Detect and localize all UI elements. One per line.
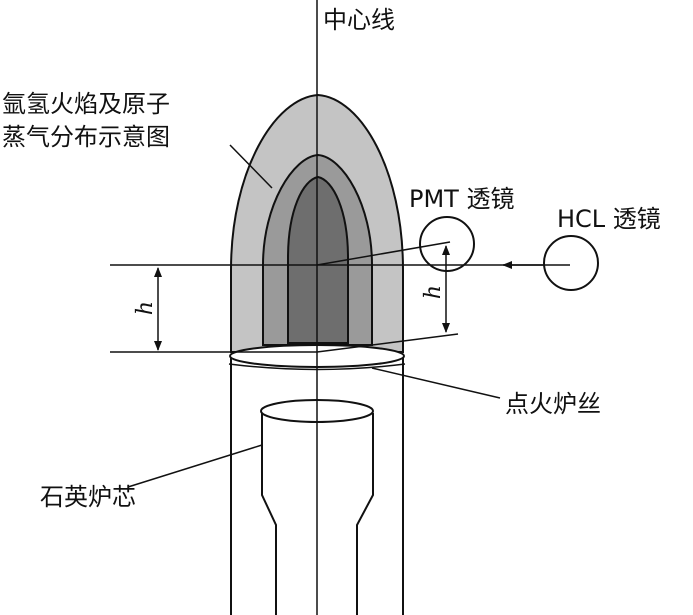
pmt-view-line-top bbox=[316, 241, 451, 266]
pmt-view-line-bottom bbox=[316, 333, 459, 353]
hcl-lens bbox=[543, 235, 599, 291]
pmt-lens bbox=[419, 216, 475, 272]
flame-label-line1: 氩氢火焰及原子 bbox=[2, 90, 170, 118]
center-line-label: 中心线 bbox=[323, 6, 395, 34]
flame-label-leader bbox=[229, 144, 273, 189]
h-left-label: h bbox=[133, 301, 158, 315]
hcl-lens-label: HCL 透镜 bbox=[557, 205, 661, 233]
flame-label-line2: 蒸气分布示意图 bbox=[2, 123, 170, 151]
ignition-wire-label: 点火炉丝 bbox=[505, 390, 601, 418]
quartz-core-tube bbox=[261, 413, 374, 615]
flame-inner-zone bbox=[287, 175, 349, 344]
quartz-core-label: 石英炉芯 bbox=[40, 483, 136, 511]
quartz-label-leader bbox=[127, 444, 263, 488]
ignition-label-leader bbox=[371, 367, 501, 399]
pmt-lens-label: PMT 透镜 bbox=[409, 185, 514, 213]
h-right-label: h bbox=[421, 285, 446, 299]
